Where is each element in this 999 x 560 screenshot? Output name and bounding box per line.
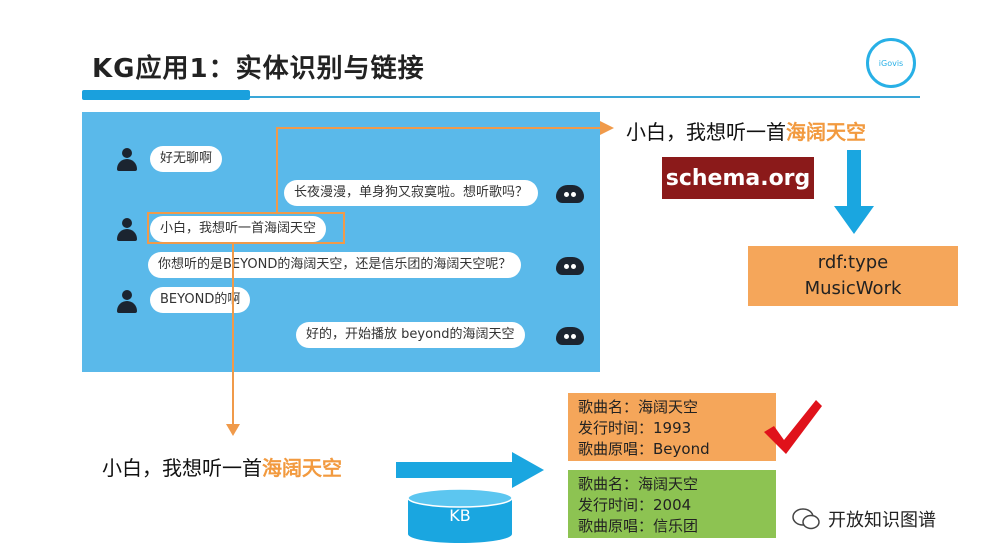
page-title: KG应用1：实体识别与链接 [92, 54, 425, 84]
schema-org-box: schema.org [662, 157, 814, 199]
candidate-date: 发行时间：2004 [578, 496, 692, 514]
chat-message-bot: 你想听的是BEYOND的海阔天空，还是信乐团的海阔天空呢？ [148, 252, 522, 278]
connector-line-up [276, 127, 278, 213]
bot-icon [556, 327, 584, 345]
logo: iGovis [866, 38, 916, 88]
user-icon [116, 148, 138, 172]
query-entity: 海阔天空 [262, 456, 342, 480]
watermark-text: 开放知识图谱 [828, 510, 936, 531]
chat-message-user: BEYOND的啊 [150, 287, 251, 313]
chat-message-bot: 好的，开始播放 beyond的海阔天空 [296, 322, 525, 348]
connector-arrowhead-right [600, 121, 614, 135]
chat-message-user: 好无聊啊 [150, 146, 223, 172]
rdf-type-box: rdf:type MusicWork [748, 246, 958, 306]
query-prefix: 小白，我想听一首 [626, 120, 786, 144]
title-underline [82, 96, 920, 98]
chat-message-bot: 长夜漫漫，单身狗又寂寞啦。想听歌吗？ [284, 180, 539, 206]
query-sentence-top: 小白，我想听一首海阔天空 [626, 116, 866, 145]
query-prefix: 小白，我想听一首 [102, 456, 262, 480]
wechat-icon [792, 508, 820, 530]
kb-label: KB [449, 506, 471, 525]
kb-database-icon: KB [406, 488, 514, 544]
user-icon [116, 218, 138, 242]
query-highlight-box [147, 212, 345, 244]
candidate-artist: 歌曲原唱：Beyond [578, 440, 710, 458]
down-arrow-icon [834, 150, 874, 234]
connector-arrowhead-down [226, 424, 240, 436]
chat-message-user: 小白，我想听一首海阔天空 [150, 216, 327, 242]
checkmark-icon [764, 400, 822, 454]
candidate-date: 发行时间：1993 [578, 419, 692, 437]
connector-line-down [232, 244, 234, 430]
candidate-card-beyond: 歌曲名：海阔天空 发行时间：1993 歌曲原唱：Beyond [568, 393, 776, 461]
connector-line-top [276, 127, 606, 129]
candidate-name: 歌曲名：海阔天空 [578, 475, 699, 493]
candidate-artist: 歌曲原唱：信乐团 [578, 517, 699, 535]
title-accent-bar [82, 90, 250, 100]
rdf-type-value: MusicWork [804, 278, 902, 299]
candidate-card-xinletuan: 歌曲名：海阔天空 发行时间：2004 歌曲原唱：信乐团 [568, 470, 776, 538]
chat-panel: 好无聊啊 长夜漫漫，单身狗又寂寞啦。想听歌吗？ 小白，我想听一首海阔天空 你想听… [82, 112, 600, 372]
user-icon [116, 290, 138, 314]
bot-icon [556, 185, 584, 203]
bot-icon [556, 257, 584, 275]
query-entity: 海阔天空 [786, 120, 866, 144]
rdf-type-label: rdf:type [817, 252, 889, 273]
query-sentence-bottom: 小白，我想听一首海阔天空 [102, 452, 342, 481]
watermark: 开放知识图谱 [792, 506, 936, 532]
right-arrow-icon [396, 452, 544, 488]
candidate-name: 歌曲名：海阔天空 [578, 398, 699, 416]
